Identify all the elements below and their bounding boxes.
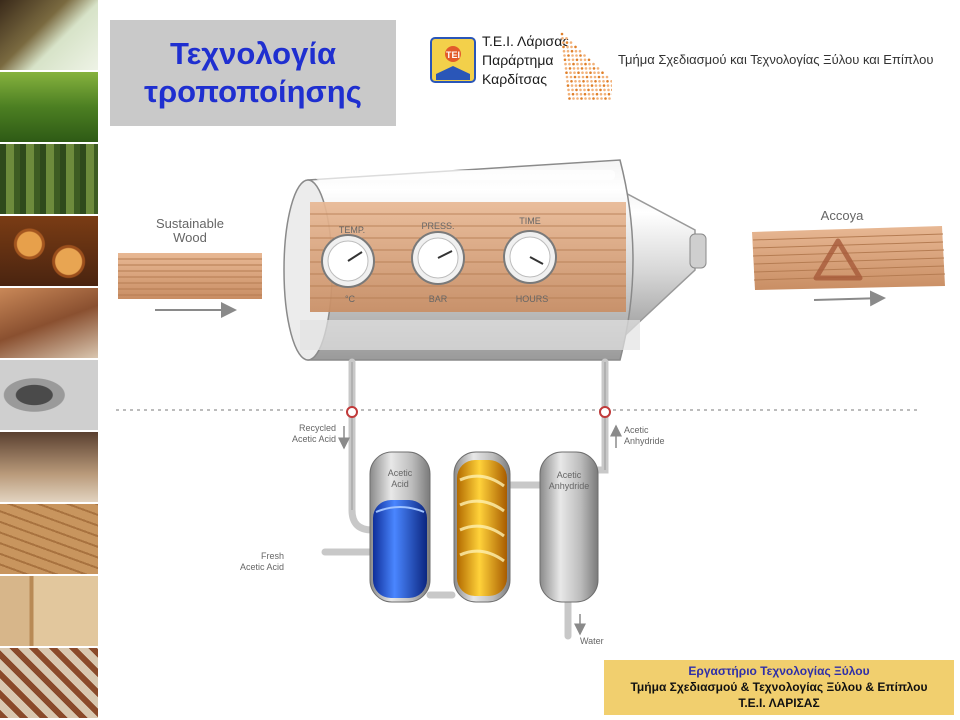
pressure-gauge-label: PRESS. — [421, 221, 454, 231]
acetic-acid-tank-label-line2: Acid — [391, 479, 409, 489]
title-box: Τεχνολογία τροποποίησης — [110, 20, 396, 126]
footer-lab-name: Εργαστήριο Τεχνολογίας Ξύλου — [688, 664, 870, 678]
output-label: Accoya — [821, 208, 864, 223]
time-gauge-label: TIME — [519, 216, 541, 226]
photo-saplings — [0, 72, 98, 144]
anhydride-side-label-line2: Anhydride — [624, 436, 665, 446]
reaction-tank — [453, 451, 511, 603]
tei-line2: Παράρτημα — [482, 52, 554, 68]
photo-deck — [0, 504, 98, 576]
photo-strip — [0, 0, 98, 720]
fresh-acid-label-line1: Fresh — [261, 551, 284, 561]
department-logo-icon — [560, 32, 612, 100]
page-title-line1: Τεχνολογία — [169, 36, 337, 71]
recycled-label-line1: Recycled — [299, 423, 336, 433]
acetic-acid-tank-label-line1: Acetic — [388, 468, 413, 478]
pressure-gauge — [411, 231, 465, 285]
photo-door — [0, 576, 98, 648]
footer-institution: Τ.Ε.Ι. ΛΑΡΙΣΑΣ — [738, 696, 820, 710]
department-name: Τμήμα Σχεδιασμού και Τεχνολογίας Ξύλου κ… — [618, 52, 934, 67]
acetic-anhydride-tank — [539, 451, 599, 603]
fresh-acid-label-line2: Acetic Acid — [240, 562, 284, 572]
input-label-line1: Sustainable — [156, 216, 224, 231]
output-arrow — [813, 290, 886, 307]
tei-name: Τ.Ε.Ι. Λάρισας Παράρτημα Καρδίτσας — [482, 32, 569, 89]
footer-department: Τμήμα Σχεδιασμού & Τεχνολογίας Ξύλου & Ε… — [630, 680, 928, 694]
footer-box: Εργαστήριο Τεχνολογίας Ξύλου Τμήμα Σχεδι… — [604, 660, 954, 715]
temp-gauge — [321, 234, 375, 288]
anhydride-side-label-line1: Acetic — [624, 425, 649, 435]
time-gauge — [503, 230, 557, 284]
anhydride-tank-label-line2: Anhydride — [549, 481, 590, 491]
pressure-gauge-unit: BAR — [429, 294, 448, 304]
photo-furniture — [0, 432, 98, 504]
input-wood-stack — [118, 253, 262, 299]
recycled-label-line2: Acetic Acid — [292, 434, 336, 444]
valve-right-icon — [599, 406, 611, 418]
input-label-line2: Wood — [173, 230, 207, 245]
photo-forest — [0, 144, 98, 216]
photo-seedling — [0, 0, 98, 72]
anhydride-tank-label-line1: Acetic — [557, 470, 582, 480]
water-label: Water — [580, 636, 604, 646]
output-accoya-stack — [752, 226, 946, 290]
tei-line3: Καρδίτσας — [482, 71, 547, 87]
tei-logo-icon: ΤΕΙ — [430, 37, 476, 83]
photo-kiln — [0, 360, 98, 432]
tei-line1: Τ.Ε.Ι. Λάρισας — [482, 33, 570, 49]
acetylation-process-diagram: Sustainable Wood TEMP. °C PRESS. BAR — [116, 159, 946, 646]
temp-gauge-label: TEMP. — [339, 225, 365, 235]
time-gauge-unit: HOURS — [516, 294, 549, 304]
temp-gauge-unit: °C — [345, 294, 356, 304]
photo-logs — [0, 216, 98, 288]
photo-roof — [0, 648, 98, 720]
tei-logo-letters: ΤΕΙ — [446, 50, 460, 60]
page-title-line2: τροποποίησης — [144, 74, 362, 109]
acetic-acid-tank — [369, 451, 431, 603]
photo-sawmill — [0, 288, 98, 360]
valve-left-icon — [346, 406, 358, 418]
